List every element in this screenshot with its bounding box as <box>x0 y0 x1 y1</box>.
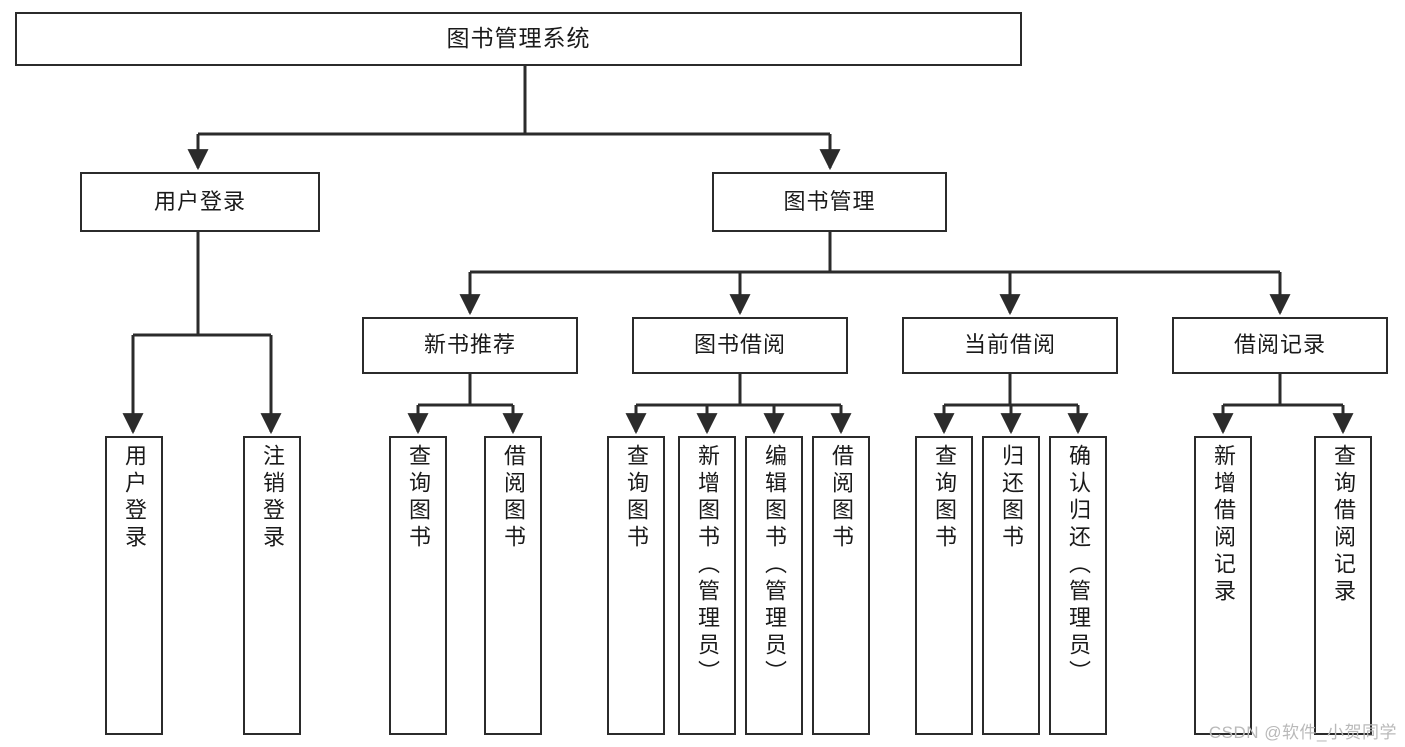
node-user-login[interactable]: 用户登录 <box>80 172 320 232</box>
node-new-book-rec-label: 新书推荐 <box>423 332 516 358</box>
node-leaf-borrow-book-1-label: 借阅图书 <box>501 444 526 552</box>
node-leaf-return-book-label: 归还图书 <box>999 444 1024 552</box>
node-leaf-query-book-2-label: 查询图书 <box>624 444 649 552</box>
node-leaf-logout-label: 注销登录 <box>260 444 285 552</box>
node-leaf-query-book-2[interactable]: 查询图书 <box>607 436 665 735</box>
node-leaf-add-book-label: 新增图书（管理员） <box>695 444 720 687</box>
node-borrow-record-label: 借阅记录 <box>1233 332 1326 358</box>
node-leaf-query-book-3[interactable]: 查询图书 <box>915 436 973 735</box>
node-leaf-confirm-return-label: 确认归还（管理员） <box>1066 444 1091 687</box>
node-leaf-return-book[interactable]: 归还图书 <box>982 436 1040 735</box>
node-borrow-record[interactable]: 借阅记录 <box>1172 317 1388 374</box>
node-leaf-add-record[interactable]: 新增借阅记录 <box>1194 436 1252 735</box>
watermark: CSDN @软件_小贺同学 <box>1208 723 1397 742</box>
node-root[interactable]: 图书管理系统 <box>15 12 1022 66</box>
node-leaf-edit-book-label: 编辑图书（管理员） <box>762 444 787 687</box>
node-leaf-borrow-book-1[interactable]: 借阅图书 <box>484 436 542 735</box>
node-leaf-borrow-book-2-label: 借阅图书 <box>829 444 854 552</box>
node-leaf-borrow-book-2[interactable]: 借阅图书 <box>812 436 870 735</box>
node-book-borrow[interactable]: 图书借阅 <box>632 317 848 374</box>
node-leaf-edit-book[interactable]: 编辑图书（管理员） <box>745 436 803 735</box>
node-leaf-query-book-1[interactable]: 查询图书 <box>389 436 447 735</box>
node-book-borrow-label: 图书借阅 <box>693 332 786 358</box>
node-leaf-query-book-3-label: 查询图书 <box>932 444 957 552</box>
node-leaf-user-login[interactable]: 用户登录 <box>105 436 163 735</box>
node-current-borrow-label: 当前借阅 <box>963 332 1056 358</box>
node-book-manage[interactable]: 图书管理 <box>712 172 947 232</box>
node-leaf-query-record[interactable]: 查询借阅记录 <box>1314 436 1372 735</box>
node-leaf-logout[interactable]: 注销登录 <box>243 436 301 735</box>
node-leaf-query-book-1-label: 查询图书 <box>406 444 431 552</box>
node-leaf-confirm-return[interactable]: 确认归还（管理员） <box>1049 436 1107 735</box>
node-root-label: 图书管理系统 <box>446 25 591 52</box>
node-current-borrow[interactable]: 当前借阅 <box>902 317 1118 374</box>
node-new-book-rec[interactable]: 新书推荐 <box>362 317 578 374</box>
node-user-login-label: 用户登录 <box>153 188 246 214</box>
node-leaf-add-record-label: 新增借阅记录 <box>1211 444 1236 606</box>
node-leaf-query-record-label: 查询借阅记录 <box>1331 444 1356 606</box>
node-leaf-add-book[interactable]: 新增图书（管理员） <box>678 436 736 735</box>
node-leaf-user-login-label: 用户登录 <box>122 444 147 552</box>
node-book-manage-label: 图书管理 <box>783 188 876 214</box>
